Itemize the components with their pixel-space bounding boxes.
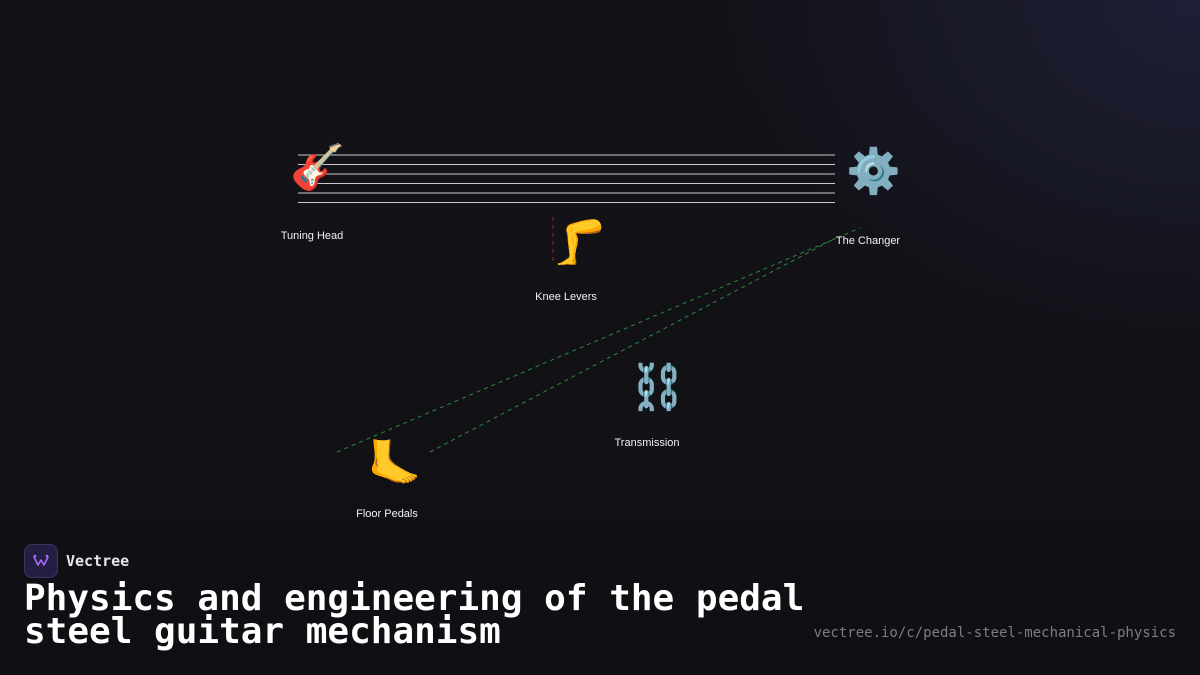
vectree-logo-icon [24,544,58,578]
chain-icon: ⛓️ [630,362,685,413]
guitar-strings [298,154,835,203]
brand: Vectree [24,544,129,578]
page-title: Physics and engineering of the pedal ste… [24,578,805,652]
connector-floor-pedals-to-the-changer [429,237,837,453]
page-url[interactable]: vectree.io/c/pedal-steel-mechanical-phys… [813,625,1176,641]
connectors [336,217,861,453]
brand-name: Vectree [66,552,130,570]
node-label-transmission: Transmission [614,437,680,449]
node-label-knee-levers: Knee Levers [535,291,597,303]
connector-floor-pedals-to-the-changer [336,227,861,453]
foot-icon: 🦶 [367,438,422,489]
leg-icon: 🦵 [552,217,607,268]
gear-icon: ⚙️ [846,146,901,197]
node-label-floor-pedals: Floor Pedals [356,508,418,520]
node-label-tuning-head: Tuning Head [280,230,344,242]
node-label-the-changer: The Changer [835,235,901,247]
guitar-icon: 🎸 [290,142,345,193]
